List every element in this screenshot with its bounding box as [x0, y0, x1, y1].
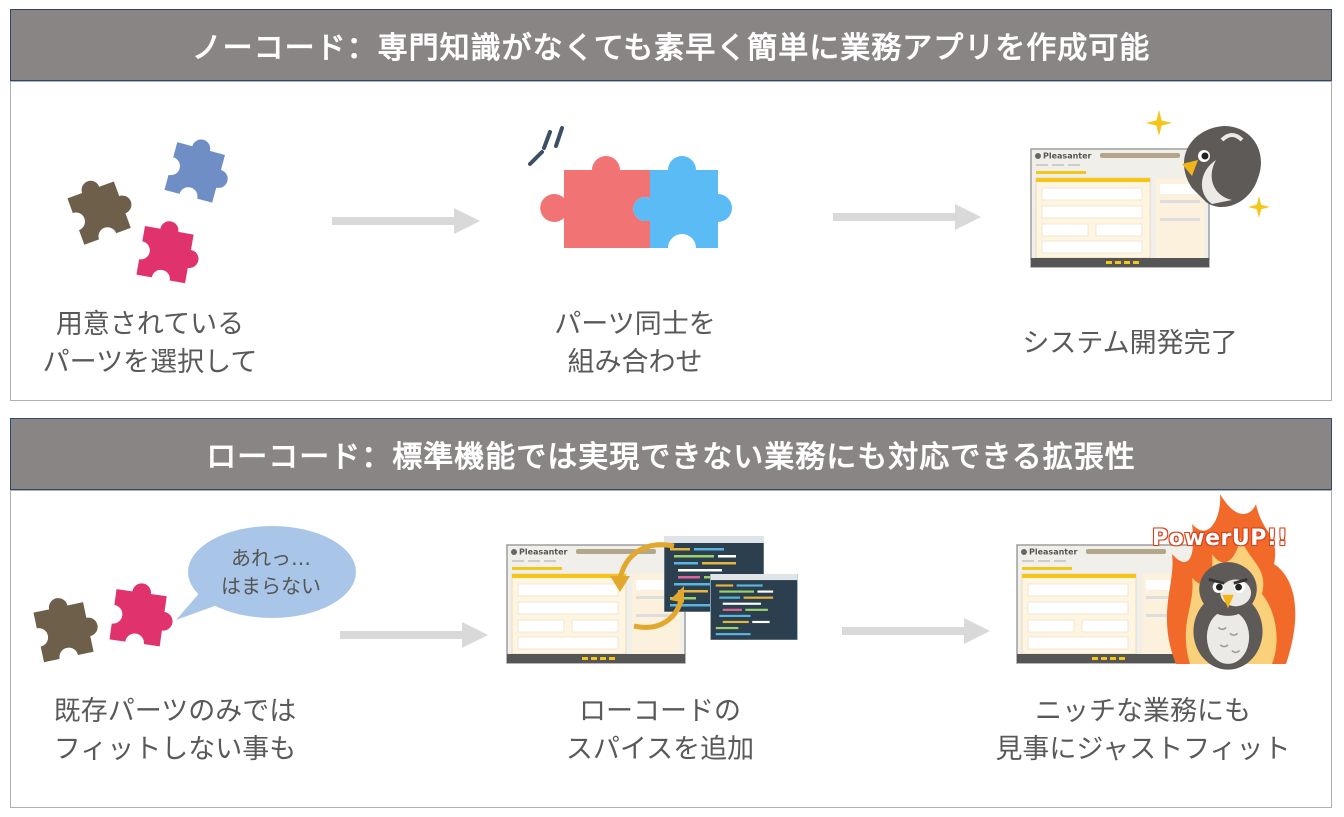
owl-mascot-icon — [1180, 556, 1276, 672]
no-code-title: ノーコード：専門知識がなくても素早く簡単に業務アプリを作成可能 — [10, 9, 1332, 81]
puzzle-piece-brown-icon — [31, 591, 103, 663]
code-window-icon — [704, 574, 804, 640]
puzzle-piece-blue-icon — [164, 133, 236, 206]
puzzle-piece-pink-icon — [136, 217, 205, 285]
puzzle-piece-pink-icon — [109, 579, 178, 648]
speech-bubble-text: あれっ… はまらない — [221, 546, 321, 598]
arrow-icon — [833, 202, 983, 232]
no-code-step-3-caption: システム開発完了 — [1022, 328, 1238, 359]
low-code-step-1-caption: 既存パーツのみでは フィットしない事も — [53, 696, 297, 765]
no-code-step-2-caption: パーツ同士を 組み合わせ — [554, 309, 716, 378]
arrow-icon — [842, 616, 992, 646]
low-code-title: ローコード：標準機能では実現できない業務にも対応できる拡張性 — [10, 418, 1332, 490]
sparkle-icon — [1248, 196, 1270, 218]
arrow-icon — [340, 620, 490, 650]
low-code-step-2-caption: ローコードの スパイスを追加 — [565, 696, 755, 765]
low-code-step-3-caption: ニッチな業務にも 見事にジャストフィット — [995, 696, 1291, 765]
power-up-badge: PowerUP!! — [1152, 526, 1288, 551]
joined-puzzle-icon — [528, 126, 732, 248]
falcon-mascot-icon — [1182, 126, 1261, 208]
speech-bubble — [176, 526, 356, 620]
no-code-step-1-caption: 用意されている パーツを選択して — [42, 309, 258, 378]
sparkle-icon — [1146, 110, 1172, 136]
swap-arrows-icon — [610, 542, 684, 630]
arrow-icon — [332, 206, 482, 236]
puzzle-piece-brown-icon — [64, 170, 138, 245]
